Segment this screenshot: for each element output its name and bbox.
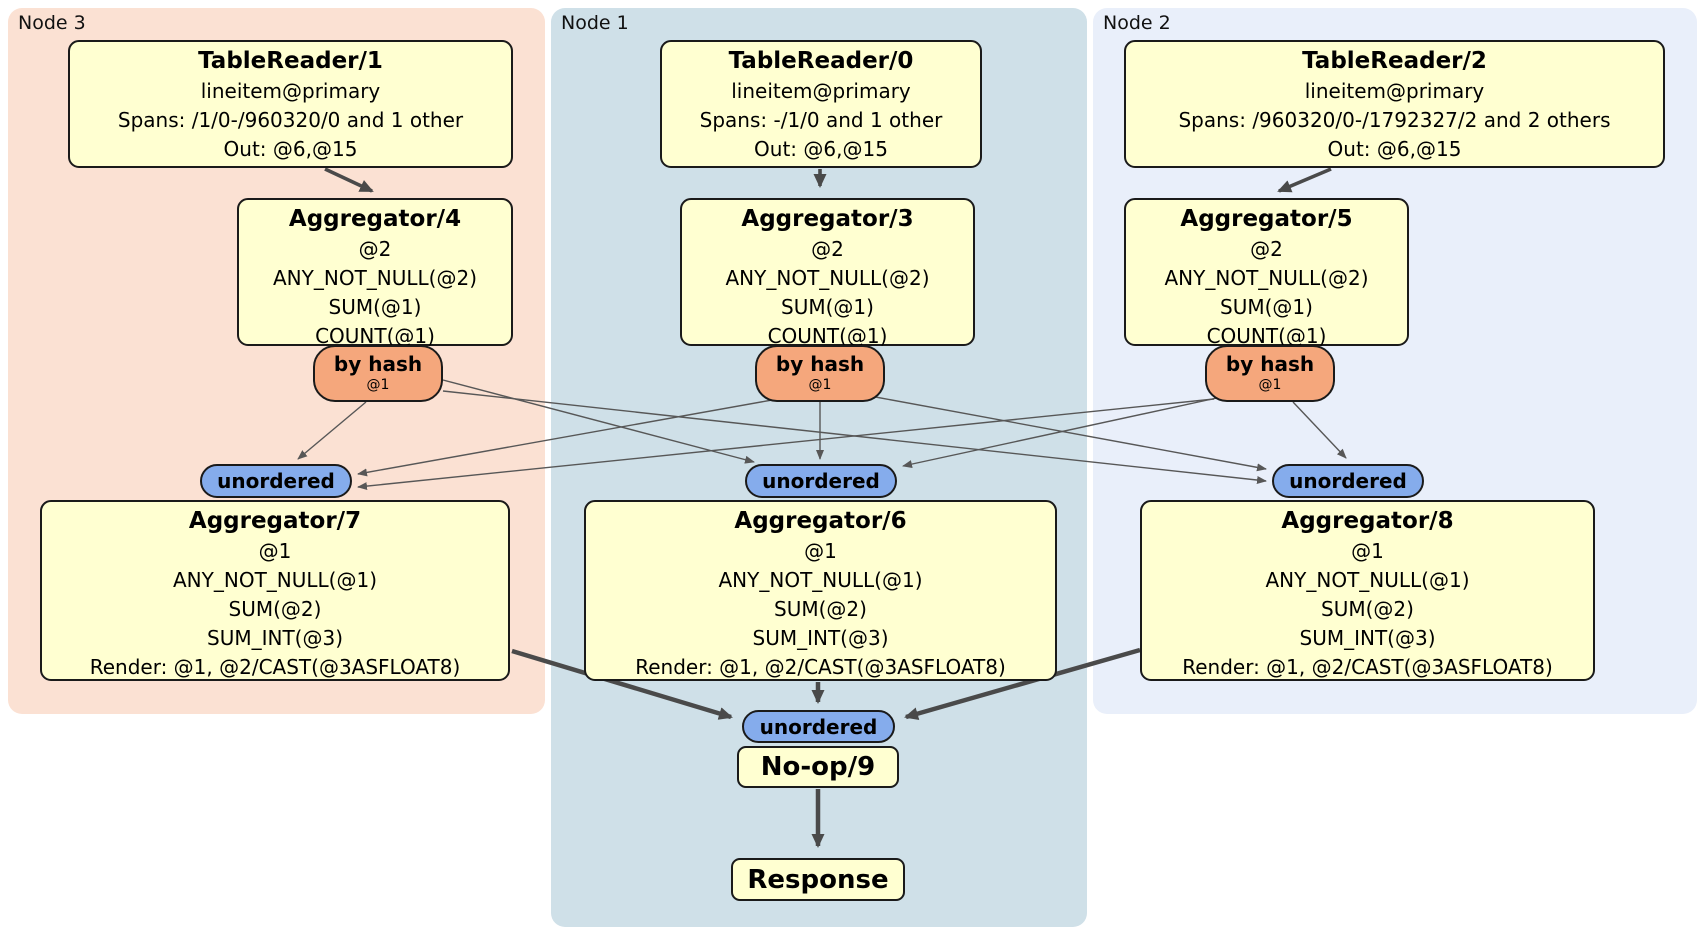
processor-detail: Out: @6,@15 bbox=[223, 137, 358, 161]
processor-detail: ANY_NOT_NULL(@2) bbox=[273, 266, 477, 290]
processor-detail: SUM(@2) bbox=[774, 597, 867, 621]
processor-detail: COUNT(@1) bbox=[767, 324, 888, 348]
processor-detail: ANY_NOT_NULL(@1) bbox=[1265, 568, 1470, 592]
router-by-hash-5: by hash @1 bbox=[1205, 345, 1335, 402]
processor-detail: SUM(@2) bbox=[1321, 597, 1414, 621]
processor-detail: @1 bbox=[804, 539, 837, 563]
router-label: by hash bbox=[775, 352, 865, 376]
panel-label-node1: Node 1 bbox=[561, 12, 629, 34]
router-label: by hash bbox=[333, 352, 423, 376]
processor-detail: ANY_NOT_NULL(@2) bbox=[1164, 266, 1369, 290]
processor-detail: ANY_NOT_NULL(@2) bbox=[725, 266, 930, 290]
panel-label-node2: Node 2 bbox=[1103, 12, 1171, 34]
processor-noop9: No-op/9 bbox=[737, 746, 899, 788]
processor-detail: Spans: /1/0-/960320/0 and 1 other bbox=[117, 108, 464, 132]
processor-detail: Spans: -/1/0 and 1 other bbox=[699, 108, 943, 132]
processor-detail: Render: @1, @2/CAST(@3ASFLOAT8) bbox=[89, 655, 461, 679]
processor-title: Aggregator/7 bbox=[188, 508, 362, 534]
processor-detail: SUM_INT(@3) bbox=[1299, 626, 1436, 650]
processor-detail: Render: @1, @2/CAST(@3ASFLOAT8) bbox=[1182, 655, 1553, 679]
processor-title: TableReader/1 bbox=[198, 48, 383, 74]
processor-aggregator7: Aggregator/7 @1 ANY_NOT_NULL(@1) SUM(@2)… bbox=[40, 500, 510, 681]
processor-detail: @2 bbox=[358, 237, 392, 261]
processor-detail: SUM(@1) bbox=[328, 295, 422, 319]
processor-tablereader2: TableReader/2 lineitem@primary Spans: /9… bbox=[1124, 40, 1665, 168]
processor-detail: Out: @6,@15 bbox=[754, 137, 888, 161]
processor-tablereader0: TableReader/0 lineitem@primary Spans: -/… bbox=[660, 40, 982, 168]
processor-detail: @2 bbox=[811, 237, 844, 261]
processor-aggregator8: Aggregator/8 @1 ANY_NOT_NULL(@1) SUM(@2)… bbox=[1140, 500, 1595, 681]
processor-title: TableReader/0 bbox=[728, 48, 914, 74]
processor-detail: Spans: /960320/0-/1792327/2 and 2 others bbox=[1178, 108, 1611, 132]
processor-title: Aggregator/4 bbox=[288, 206, 462, 232]
panel-label-node3: Node 3 bbox=[18, 12, 86, 34]
processor-detail: ANY_NOT_NULL(@1) bbox=[173, 568, 377, 592]
processor-aggregator3: Aggregator/3 @2 ANY_NOT_NULL(@2) SUM(@1)… bbox=[680, 198, 975, 348]
processor-detail: lineitem@primary bbox=[200, 79, 381, 103]
processor-detail: SUM_INT(@3) bbox=[752, 626, 889, 650]
processor-detail: SUM(@1) bbox=[1220, 295, 1313, 319]
processor-aggregator4: Aggregator/4 @2 ANY_NOT_NULL(@2) SUM(@1)… bbox=[237, 198, 513, 348]
response-box: Response bbox=[731, 858, 905, 901]
sync-unordered-right: unordered bbox=[1272, 464, 1424, 498]
router-by-hash-4: by hash @1 bbox=[313, 345, 443, 402]
processor-detail: @1 bbox=[1351, 539, 1384, 563]
router-label: by hash bbox=[1225, 352, 1315, 376]
processor-title: Aggregator/3 bbox=[741, 206, 914, 232]
processor-detail: SUM(@2) bbox=[228, 597, 322, 621]
processor-detail: lineitem@primary bbox=[731, 79, 911, 103]
processor-detail: @1 bbox=[258, 539, 292, 563]
processor-detail: Out: @6,@15 bbox=[1327, 137, 1462, 161]
processor-detail: SUM(@1) bbox=[781, 295, 874, 319]
processor-title: Aggregator/6 bbox=[734, 508, 907, 534]
processor-aggregator5: Aggregator/5 @2 ANY_NOT_NULL(@2) SUM(@1)… bbox=[1124, 198, 1409, 348]
router-detail: @1 bbox=[366, 377, 390, 393]
processor-detail: COUNT(@1) bbox=[1206, 324, 1327, 348]
processor-detail: ANY_NOT_NULL(@1) bbox=[718, 568, 923, 592]
processor-title: Aggregator/5 bbox=[1180, 206, 1353, 232]
router-detail: @1 bbox=[808, 377, 832, 393]
processor-detail: SUM_INT(@3) bbox=[207, 626, 343, 650]
processor-detail: @2 bbox=[1250, 237, 1283, 261]
processor-detail: COUNT(@1) bbox=[315, 324, 435, 348]
sync-unordered-final: unordered bbox=[742, 710, 895, 743]
sync-unordered-mid: unordered bbox=[745, 464, 897, 498]
router-detail: @1 bbox=[1258, 377, 1282, 393]
processor-title: TableReader/2 bbox=[1302, 48, 1487, 74]
router-by-hash-3: by hash @1 bbox=[755, 345, 885, 402]
processor-tablereader1: TableReader/1 lineitem@primary Spans: /1… bbox=[68, 40, 513, 168]
sync-unordered-left: unordered bbox=[200, 464, 352, 498]
processor-detail: lineitem@primary bbox=[1304, 79, 1485, 103]
processor-aggregator6: Aggregator/6 @1 ANY_NOT_NULL(@1) SUM(@2)… bbox=[584, 500, 1057, 681]
processor-detail: Render: @1, @2/CAST(@3ASFLOAT8) bbox=[635, 655, 1006, 679]
processor-title: Aggregator/8 bbox=[1281, 508, 1454, 534]
